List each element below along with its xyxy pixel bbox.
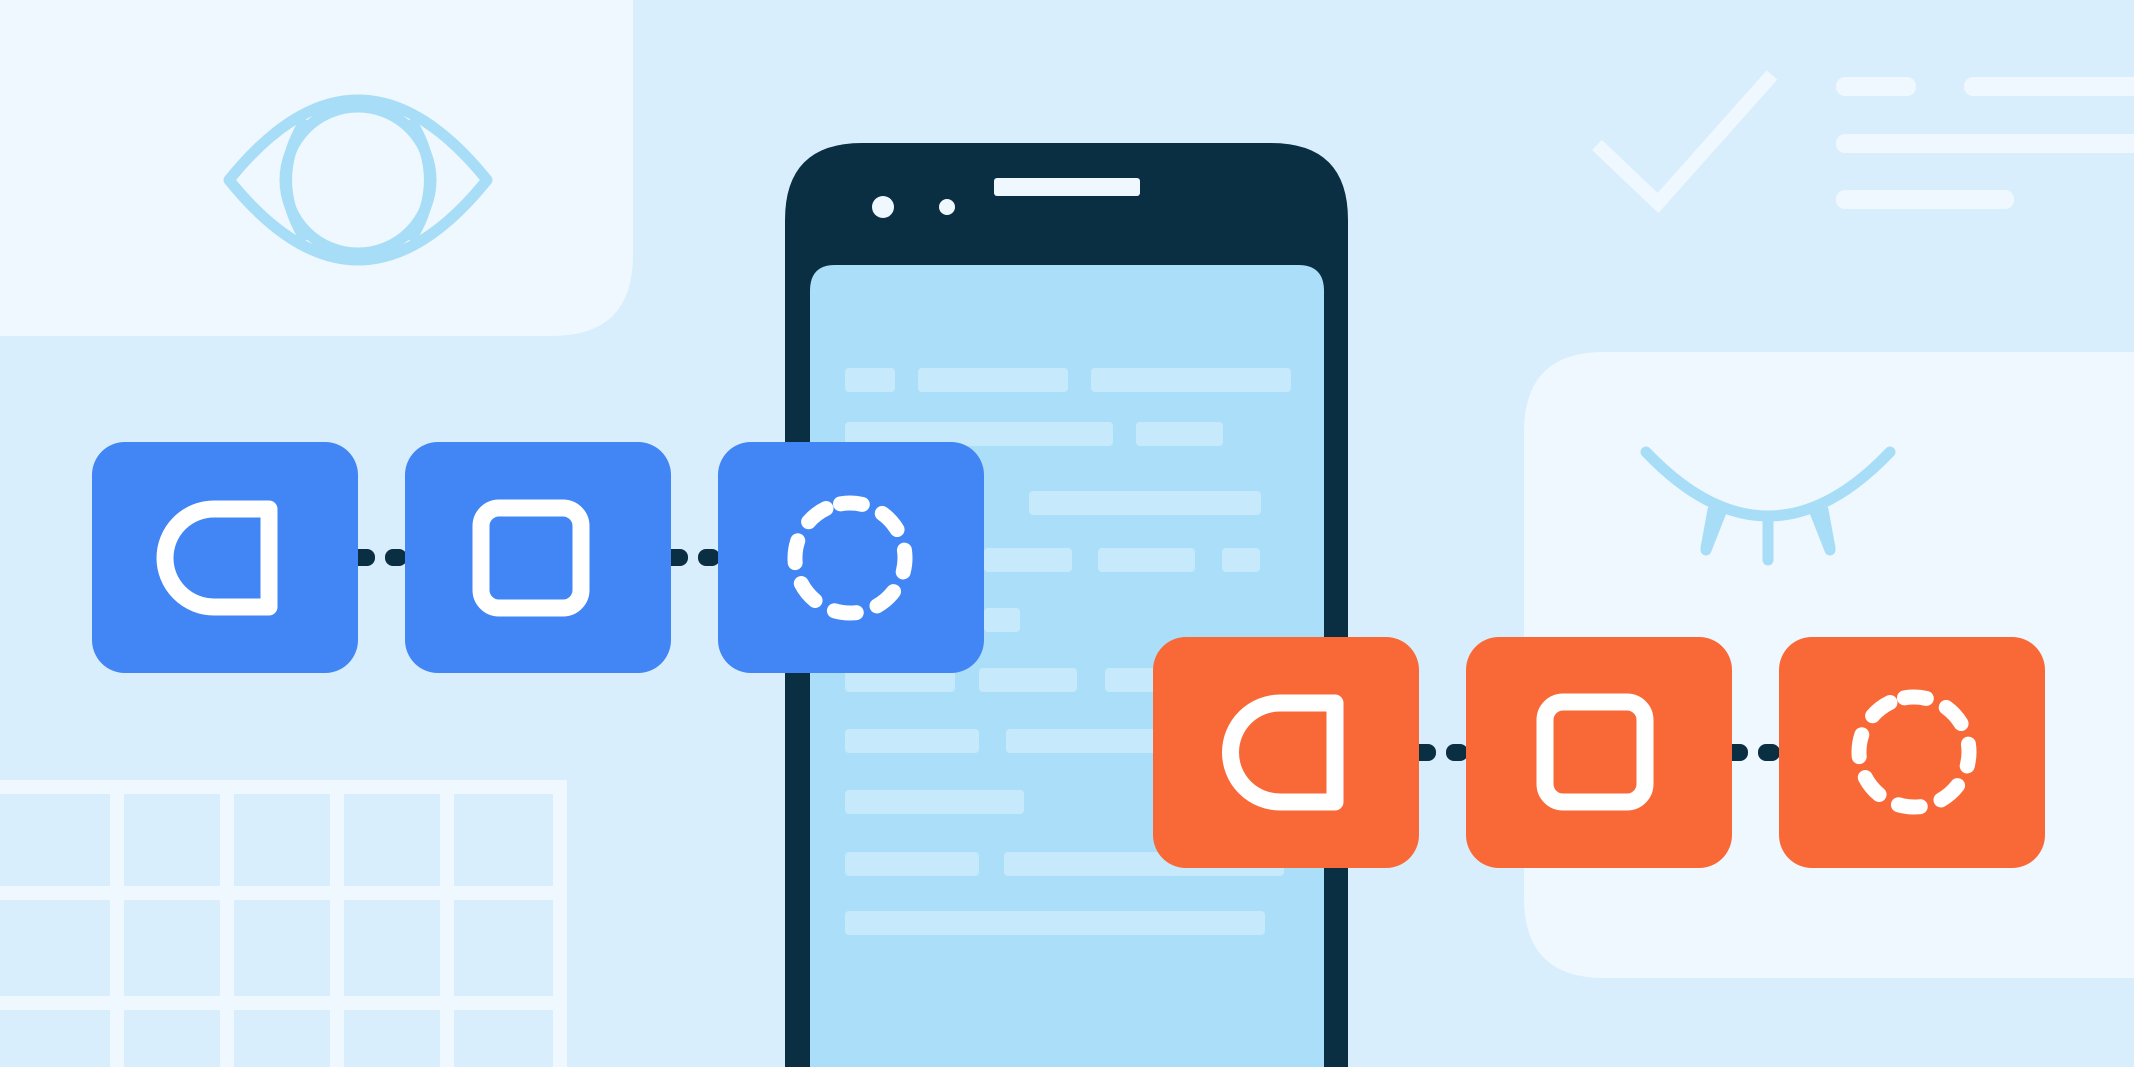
orange-tile-2	[1466, 637, 1732, 868]
blue-tile-1	[92, 442, 358, 673]
phone-sensor	[939, 199, 955, 215]
rounded-square-icon	[1536, 693, 1654, 811]
half-rounded-shape-icon	[1222, 694, 1344, 811]
checkmark-icon	[1592, 70, 1778, 214]
phone-camera	[872, 196, 894, 218]
orange-tile-1	[1153, 637, 1419, 868]
dashed-circle-icon	[787, 495, 913, 621]
closed-eye-icon	[1640, 446, 1896, 566]
orange-tile-3	[1779, 637, 2045, 868]
blue-tile-3	[718, 442, 984, 673]
eye-panel	[0, 0, 633, 336]
blue-sequence	[92, 442, 984, 673]
screen-text-lines	[845, 368, 1291, 935]
text-lines-icon	[1836, 77, 2134, 209]
phone-speaker	[994, 178, 1140, 196]
rounded-square-icon	[472, 499, 590, 617]
checklist-panel	[1592, 70, 2134, 214]
dashed-circle-icon	[1851, 689, 1977, 815]
grid-icon	[0, 780, 567, 1067]
half-rounded-shape-icon	[156, 500, 278, 616]
blue-tile-2	[405, 442, 671, 673]
orange-sequence	[1153, 637, 2045, 868]
eye-icon	[223, 94, 493, 266]
